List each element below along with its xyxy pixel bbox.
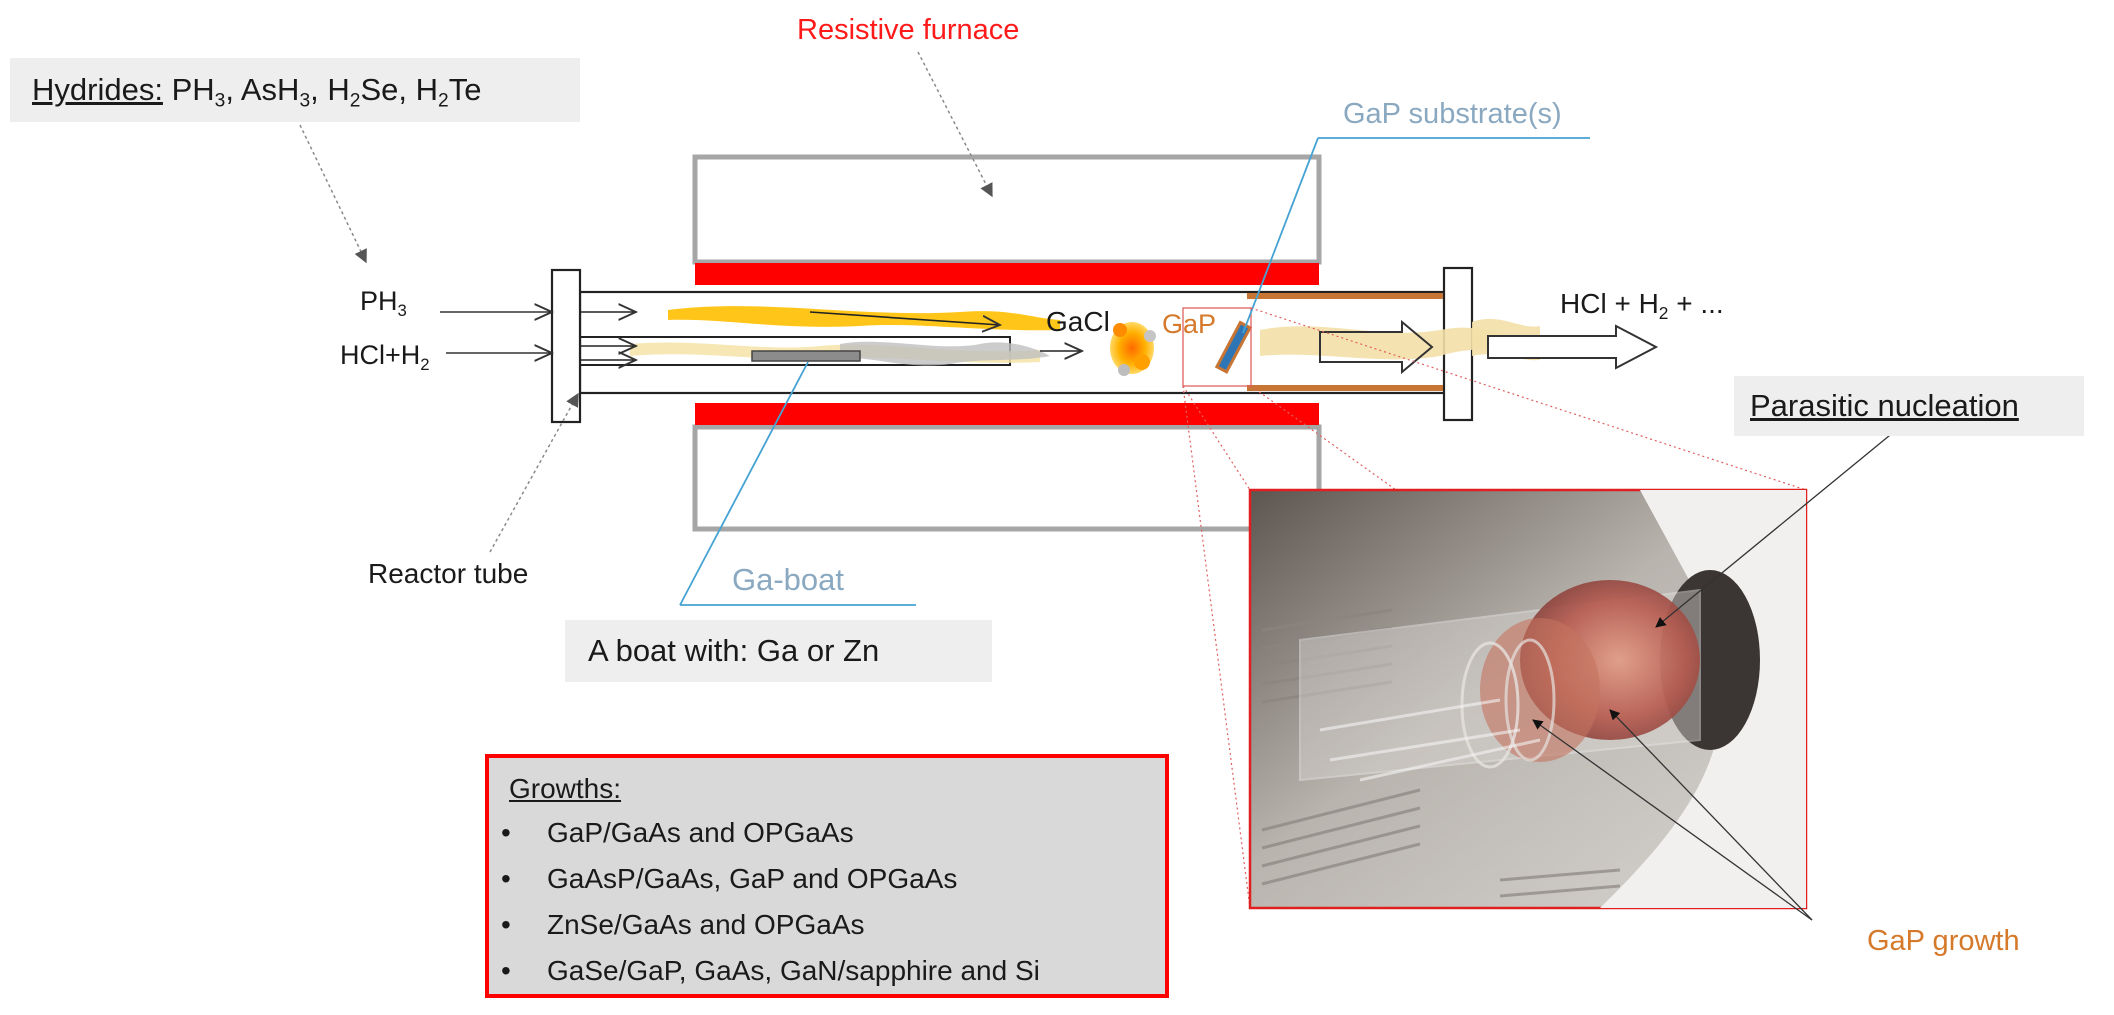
ph3-flow	[668, 306, 1060, 331]
hydride-h2se: H2Se,	[327, 72, 407, 112]
outlet-arrow	[1487, 324, 1659, 370]
boat-label: A boat with: Ga or Zn	[565, 620, 992, 682]
heater-bottom	[695, 403, 1319, 425]
gacl-cloud	[840, 341, 1050, 366]
hydride-h2te: H2Te	[415, 72, 482, 112]
growths-box: Growths: GaP/GaAs and OPGaAs GaAsP/GaAs,…	[491, 760, 1163, 994]
parasitic-arrow	[1655, 430, 1896, 628]
liner-bottom	[1247, 385, 1443, 391]
liner-top	[1247, 293, 1443, 299]
ga-boat-leader	[679, 361, 809, 606]
hydrides-label: Hydrides: PH3, AsH3, H2Se, H2Te	[10, 58, 580, 122]
zoom-region	[1182, 307, 1252, 387]
hydride-ph3: PH3,	[171, 72, 234, 112]
hydride-ash3: AsH3,	[240, 72, 319, 112]
parasitic-nucleation-text: Parasitic nucleation	[1750, 388, 2019, 423]
ph3-inlet-label: PH3	[360, 286, 407, 320]
growth-item: GaAsP/GaAs, GaP and OPGaAs	[491, 856, 1163, 902]
hollow-arrow-inner	[1319, 319, 1434, 375]
substrate-leader	[1242, 137, 1319, 334]
outlet-label: HCl + H2 + ...	[1560, 288, 1724, 324]
growth-arrow-1	[1532, 719, 1813, 921]
reactor-tube-label: Reactor tube	[368, 558, 529, 589]
furnace-bottom-block	[692, 424, 1322, 532]
heater-top	[695, 263, 1319, 285]
gap-label: GaP	[1162, 309, 1217, 339]
downstream-flow	[1260, 326, 1530, 360]
photo-inset	[1248, 488, 1808, 910]
growth-arrow-2	[1609, 709, 1813, 921]
parasitic-nucleation-label: Parasitic nucleation	[1734, 376, 2084, 436]
growth-item: GaP/GaAs and OPGaAs	[491, 810, 1163, 856]
reactor-tube-leader	[489, 392, 579, 553]
furnace-top-block	[692, 154, 1322, 265]
furnace-leader	[917, 51, 993, 198]
growth-item: ZnSe/GaAs and OPGaAs	[491, 902, 1163, 948]
growths-heading: Growths:	[509, 773, 622, 804]
ga-boat-label: Ga-boat	[732, 562, 845, 597]
hydrides-leader	[299, 124, 367, 264]
furnace-label: Resistive furnace	[797, 14, 1020, 46]
gap-growth-label: GaP growth	[1867, 925, 2020, 957]
hcl-inlet-label: HCl+H2	[340, 340, 430, 374]
growths-list: GaP/GaAs and OPGaAs GaAsP/GaAs, GaP and …	[491, 810, 1163, 994]
gacl-label: GaCl	[1046, 306, 1110, 337]
growth-item: GaSe/GaP, GaAs, GaN/sapphire and Si	[491, 948, 1163, 994]
ga-boat-shape	[751, 350, 861, 362]
substrate-label: GaP substrate(s)	[1343, 98, 1562, 130]
hydrides-heading: Hydrides:	[32, 72, 163, 107]
